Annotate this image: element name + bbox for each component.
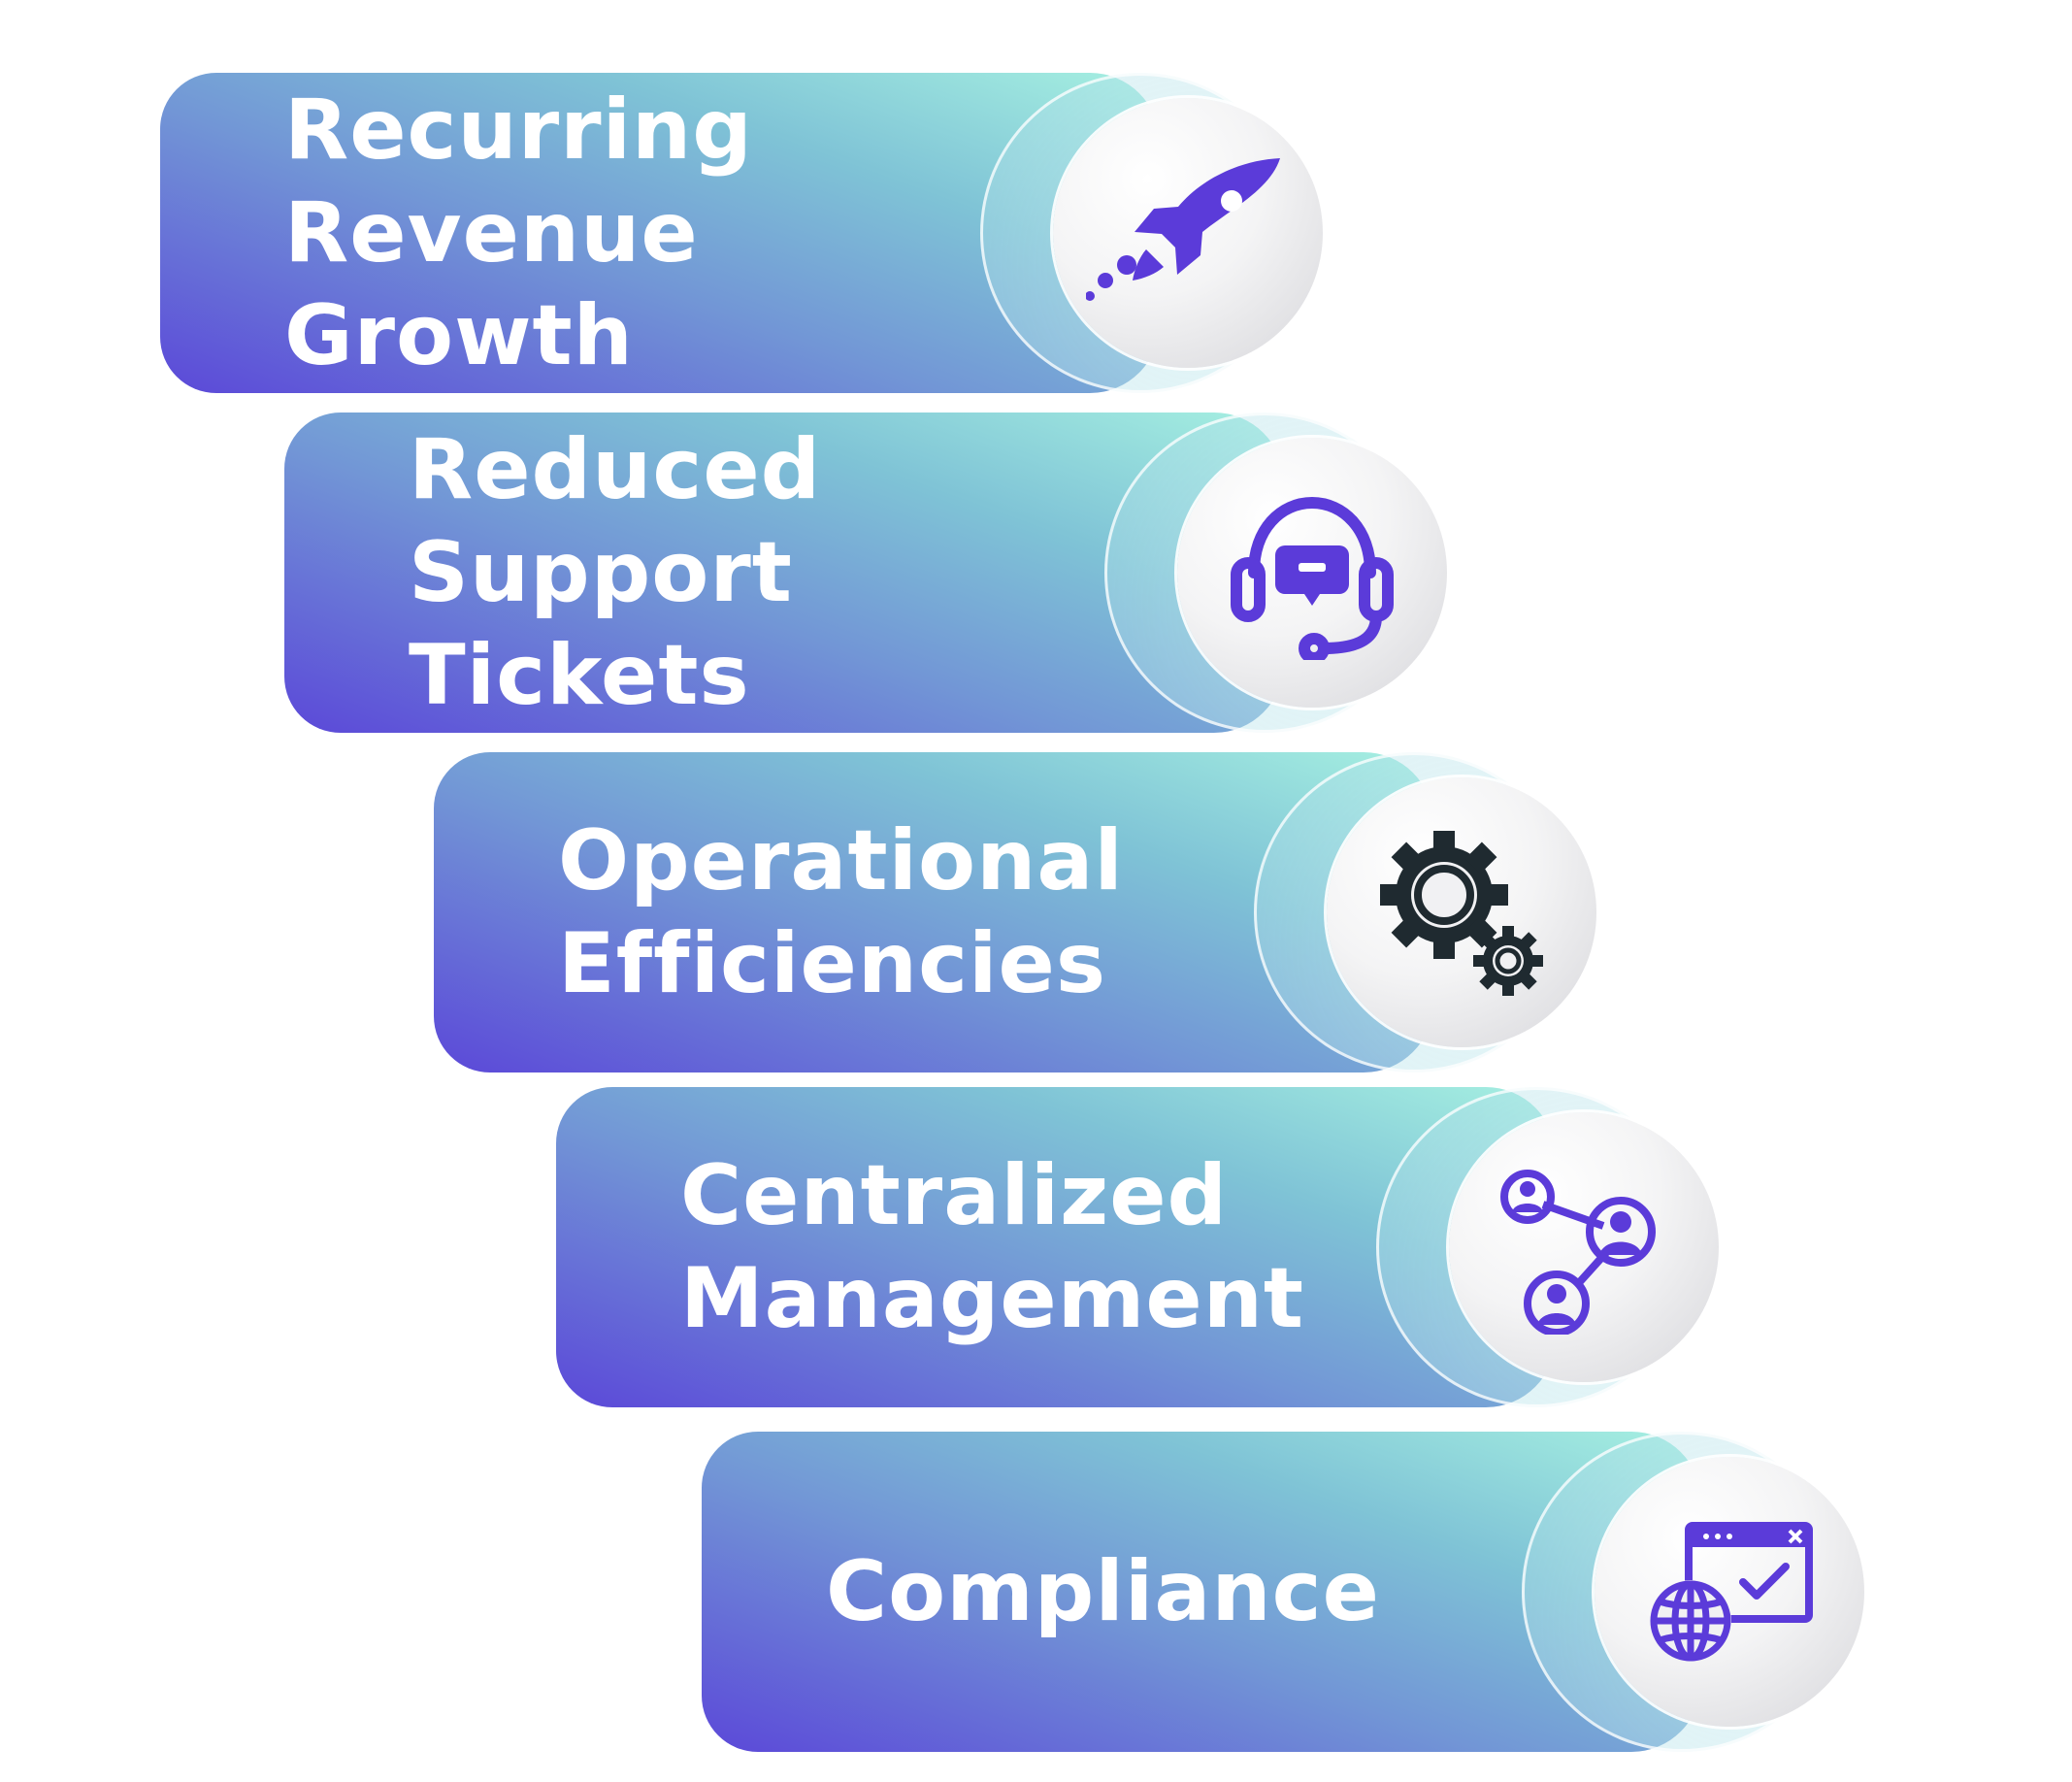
globe-check-icon <box>1595 1457 1864 1727</box>
step-recurring-revenue-growth: Recurring Revenue Growth <box>160 73 1323 393</box>
step-label: Centralized Management <box>680 1147 1305 1347</box>
rocket-icon <box>1053 98 1323 368</box>
gears-icon <box>1327 777 1596 1047</box>
step-reduced-support-tickets: Reduced Support Tickets <box>284 412 1447 733</box>
step-centralized-management: Centralized Management <box>556 1087 1719 1407</box>
step-label: Reduced Support Tickets <box>409 421 822 724</box>
network-users-icon <box>1449 1112 1719 1382</box>
headset-icon <box>1177 438 1447 708</box>
step-label: Recurring Revenue Growth <box>284 82 753 384</box>
step-label: Compliance <box>826 1543 1380 1640</box>
step-compliance: Compliance <box>702 1432 1864 1752</box>
step-label: Operational Efficiencies <box>558 812 1124 1012</box>
step-operational-efficiencies: Operational Efficiencies <box>434 752 1596 1072</box>
